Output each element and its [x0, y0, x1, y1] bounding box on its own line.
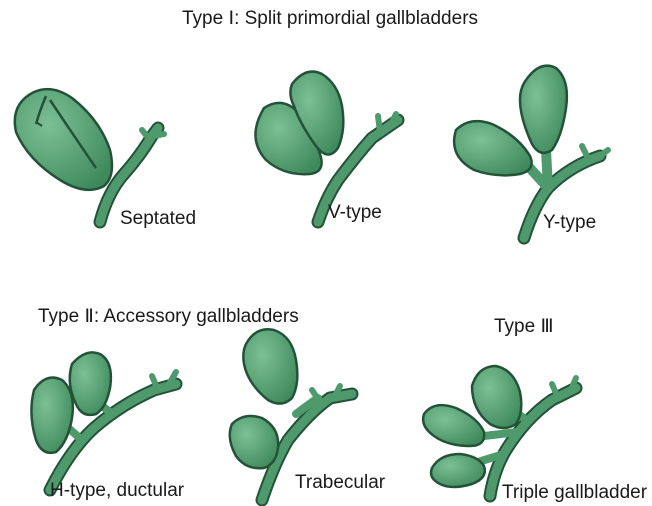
type1-header: Type Ⅰ: Split primordial gallbladders: [182, 8, 478, 30]
type2-header: Type Ⅱ: Accessory gallbladders: [38, 306, 299, 328]
triple-top-lobe: [472, 366, 521, 428]
septated-illustration: [15, 89, 164, 222]
type3-header: Type Ⅲ: [494, 316, 554, 338]
h-type-right-lobe: [70, 352, 111, 415]
septated-label: Septated: [120, 208, 196, 230]
trabecular-label: Trabecular: [295, 472, 385, 494]
h-type-illustration: [31, 352, 176, 490]
trabecular-lower-lobe: [230, 416, 278, 468]
triple-illustration: [423, 366, 576, 496]
h-type-label: H-type, ductular: [50, 480, 184, 502]
triple-bottom-lobe: [431, 454, 485, 487]
v-type-label: V-type: [328, 202, 382, 224]
y-type-label: Y-type: [543, 212, 596, 234]
h-type-left-lobe: [31, 378, 72, 453]
septated-gallbladder: [15, 89, 112, 190]
triple-label: Triple gallbladder: [502, 482, 647, 504]
trabecular-upper-lobe: [243, 329, 297, 403]
triple-middle-lobe: [423, 405, 484, 446]
v-type-illustration: [255, 72, 398, 222]
y-type-right-lobe: [520, 66, 567, 153]
y-type-left-lobe: [454, 121, 532, 175]
